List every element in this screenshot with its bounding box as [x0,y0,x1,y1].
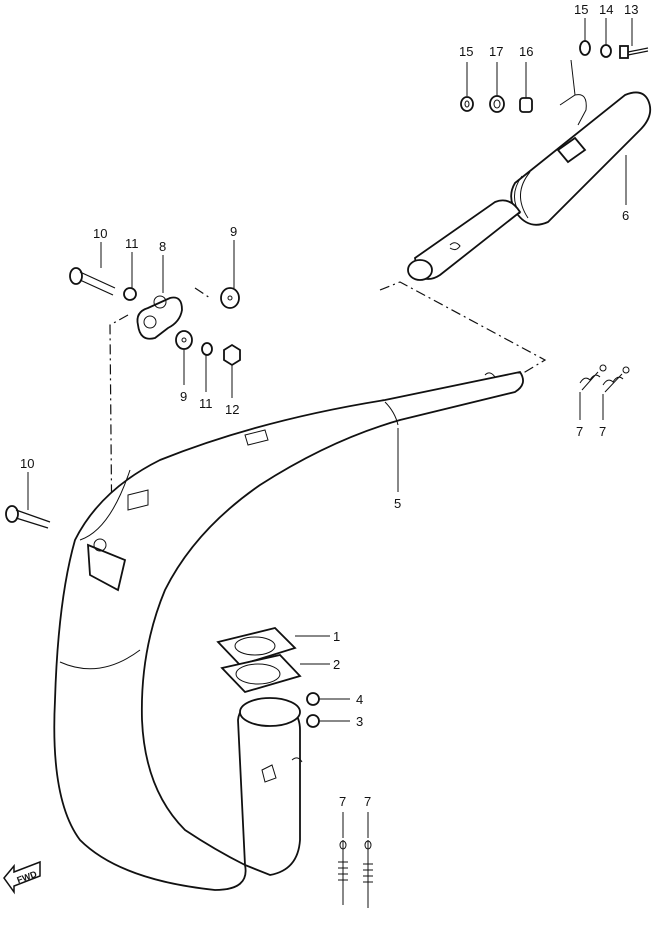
callout-11b: 11 [199,396,213,411]
callout-9a: 9 [230,224,237,239]
callout-16: 16 [519,44,533,59]
callout-13: 13 [624,2,638,17]
gasket-2[interactable] [220,654,302,694]
nut-4[interactable] [306,692,320,706]
spring-7a[interactable] [579,364,607,391]
nut-11a[interactable] [123,287,137,301]
callout-7a: 7 [576,424,583,439]
callout-12: 12 [225,402,239,417]
leader-lines [27,18,633,838]
spring-7b[interactable] [602,366,630,393]
nut-12[interactable] [223,343,241,367]
callout-labels: 1 2 4 3 5 6 7 7 7 7 8 9 9 10 10 11 11 12… [20,2,638,809]
callout-10b: 10 [20,456,34,471]
expansion-chamber[interactable] [53,370,524,891]
callout-14: 14 [599,2,613,17]
callout-6: 6 [622,208,629,223]
bracket-8[interactable] [136,295,183,340]
washer-9a[interactable] [220,287,240,309]
callout-2: 2 [333,657,340,672]
lock-washer-14[interactable] [600,44,612,58]
washer-15a[interactable] [460,96,474,112]
washer-15b[interactable] [579,40,591,56]
grommet-17[interactable] [489,95,505,113]
callout-5: 5 [394,496,401,511]
callout-7c: 7 [339,794,346,809]
bolt-10b[interactable] [5,505,51,529]
washer-9b[interactable] [175,330,193,350]
spring-7d[interactable] [363,840,373,908]
callout-11a: 11 [125,236,139,251]
callout-15b: 15 [574,2,588,17]
callout-9b: 9 [180,389,187,404]
collar-16[interactable] [519,97,533,113]
callout-10a: 10 [93,226,107,241]
callout-15a: 15 [459,44,473,59]
fwd-arrow-icon: FWD [3,860,41,895]
bolt-3[interactable] [306,714,320,728]
nut-11b[interactable] [201,342,213,356]
callout-1: 1 [333,629,340,644]
callout-8: 8 [159,239,166,254]
callout-7d: 7 [364,794,371,809]
spring-7c[interactable] [338,840,348,905]
gasket-1[interactable] [216,627,297,667]
muffler[interactable] [407,91,652,281]
callout-4: 4 [356,692,363,707]
bolt-10a[interactable] [69,267,116,296]
callout-7b: 7 [599,424,606,439]
bolt-13[interactable] [619,45,649,59]
callout-17: 17 [489,44,503,59]
callout-3: 3 [356,714,363,729]
